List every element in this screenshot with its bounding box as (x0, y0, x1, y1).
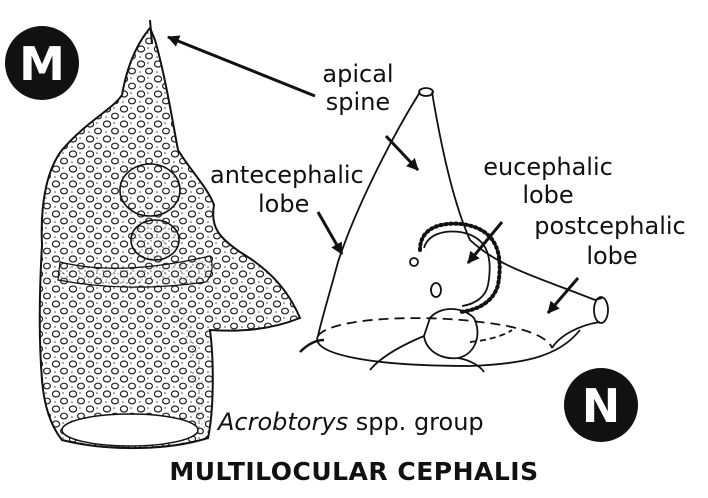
caption-genus: Acrobtorys (216, 408, 348, 436)
arrow-apical-spine (167, 35, 316, 98)
label-apical-line1: apical (322, 60, 393, 88)
badge-m: M (5, 26, 79, 100)
label-eucephalic-line1: eucephalic (483, 153, 613, 181)
specimen-drawing (38, 19, 302, 450)
arrow-eucephalic (466, 221, 504, 264)
badge-n-letter: N (582, 379, 621, 433)
specimen-caption: Acrobtorys spp. group (216, 408, 484, 436)
label-eucephalic-line2: lobe (522, 181, 573, 209)
arrow-antecephalic (316, 211, 344, 255)
caption-rest: spp. group (348, 408, 484, 436)
label-antecephalic-line1: antecephalic (210, 161, 364, 189)
leader-arrows (167, 35, 580, 314)
label-postcephalic-line1: postcephalic (534, 212, 685, 240)
labels: apical spine antecephalic lobe eucephali… (210, 60, 686, 270)
label-apical-line2: spine (326, 88, 390, 116)
figure-title: MULTILOCULAR CEPHALIS (169, 457, 538, 486)
schematic-drawing (299, 87, 609, 373)
badge-m-letter: M (19, 37, 65, 91)
label-postcephalic-line2: lobe (586, 242, 637, 270)
badge-n: N (564, 368, 638, 442)
label-antecephalic-line2: lobe (258, 190, 309, 218)
arrow-apical-spine-schematic (384, 134, 420, 172)
arrow-postcephalic (546, 277, 580, 314)
